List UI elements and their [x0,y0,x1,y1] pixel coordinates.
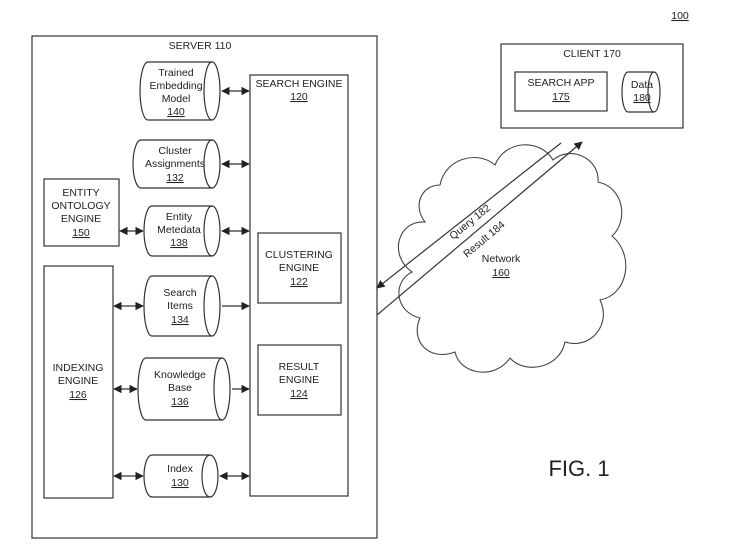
server-title: SERVER 110 [169,40,232,52]
search-app-title: SEARCH APP [527,77,594,89]
client-data-ref: 180 [633,92,651,104]
clustering-engine-ref: 122 [290,276,308,288]
figure-ref: 100 [671,10,689,22]
trained-embedding-line3: Model [162,93,191,105]
entity-ontology-line3: ENGINE [61,213,101,225]
knowledge-base-store: Knowledge Base 136 [137,357,231,421]
search-items-line1: Search [163,287,196,299]
result-engine-box [257,344,342,416]
indexing-engine-box [43,265,114,499]
entity-ontology-ref: 150 [72,227,90,239]
trained-embedding-model-store: Trained Embedding Model 140 [139,61,221,121]
cluster-assignments-line2: Assignments [145,158,205,170]
entity-ontology-line2: ONTOLOGY [51,200,110,212]
cluster-assignments-line1: Cluster [158,145,192,157]
knowledge-base-line1: Knowledge [154,369,206,381]
search-items-store: Search Items 134 [143,275,221,337]
index-line1: Index [167,463,193,475]
query-arrow [376,142,562,289]
trained-embedding-ref: 140 [167,106,185,118]
result-engine-ref: 124 [290,388,308,400]
client-title: CLIENT 170 [563,48,621,60]
search-app-box [514,71,608,112]
entity-ontology-line1: ENTITY [62,187,99,199]
client-data-label: Data [631,79,653,91]
search-items-line2: Items [167,300,193,312]
network-label: Network [482,253,521,265]
result-engine-line2: ENGINE [279,374,319,386]
indexing-engine-ref: 126 [69,389,87,401]
index-ref: 130 [171,477,189,489]
clustering-engine-line1: CLUSTERING [265,249,333,261]
trained-embedding-line2: Embedding [149,80,202,92]
entity-metadata-line1: Entity [166,211,193,223]
trained-embedding-line1: Trained [158,67,193,79]
search-items-ref: 134 [171,314,189,326]
entity-metadata-line2: Metedata [157,224,201,236]
index-store: Index 130 [143,454,219,498]
network-cloud [397,144,627,373]
search-engine-ref: 120 [290,91,308,103]
clustering-engine-line2: ENGINE [279,262,319,274]
result-engine-line1: RESULT [279,361,320,373]
knowledge-base-line2: Base [168,382,192,394]
entity-metadata-ref: 138 [170,237,188,249]
client-data-store: Data 180 [621,71,661,113]
connectors [113,86,250,481]
indexing-engine-line2: ENGINE [58,375,98,387]
entity-ontology-engine-box [43,178,120,247]
entity-metadata-store: Entity Metedata 138 [143,205,221,257]
search-app-ref: 175 [552,91,570,103]
clustering-engine-box [257,232,342,304]
cluster-assignments-ref: 132 [166,172,184,184]
network-ref: 160 [492,267,510,279]
figure-label: FIG. 1 [548,456,609,481]
result-arrow [376,141,583,316]
knowledge-base-ref: 136 [171,396,189,408]
indexing-engine-line1: INDEXING [53,362,104,374]
search-engine-title: SEARCH ENGINE [256,78,343,90]
cluster-assignments-store: Cluster Assignments 132 [132,139,221,189]
